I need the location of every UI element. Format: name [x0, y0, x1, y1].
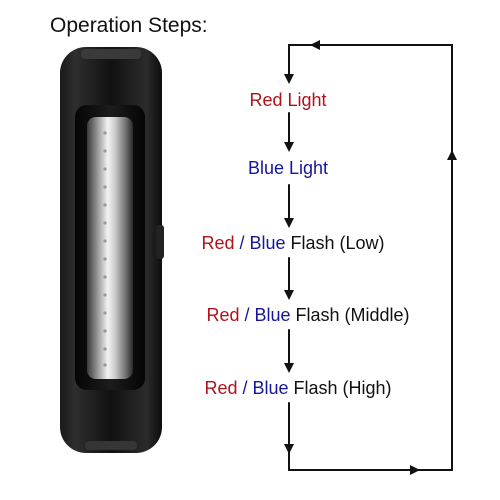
blue-word: Blue	[254, 305, 291, 325]
led-lens	[87, 117, 133, 379]
blue-word: Blue	[249, 233, 286, 253]
mode-text: Flash (Middle)	[290, 305, 410, 325]
arrowhead-down	[284, 363, 294, 373]
red-word: Red	[204, 378, 238, 398]
arrowhead-right	[410, 465, 420, 475]
step-label: Red Light	[249, 90, 326, 111]
arrowhead-up	[447, 150, 457, 160]
loop-return-line	[288, 44, 453, 471]
arrowhead-left	[310, 40, 320, 50]
loop-bottom-line	[288, 447, 453, 471]
mode-text: Flash (Low)	[285, 233, 385, 253]
arrowhead-down	[284, 218, 294, 228]
device-bottom-cap	[85, 441, 137, 450]
step-label: Red / Blue Flash (Low)	[201, 233, 384, 254]
blue-word: Blue Light	[247, 158, 329, 178]
separator: /	[237, 378, 253, 398]
red-word: Red	[201, 233, 235, 253]
step-label: Red / Blue Flash (Middle)	[206, 305, 409, 326]
step-label: Blue Light	[248, 158, 328, 179]
page-title: Operation Steps:	[50, 14, 208, 37]
step-label: Red / Blue Flash (High)	[204, 378, 391, 399]
tail-light-image	[60, 47, 164, 453]
arrowhead-down	[284, 444, 294, 454]
red-word: Red Light	[249, 90, 327, 110]
blue-word: Blue	[252, 378, 289, 398]
arrowhead-down	[284, 74, 294, 84]
arrowhead-down	[284, 142, 294, 152]
led-strip	[103, 131, 107, 367]
mode-text: Flash (High)	[288, 378, 392, 398]
device-top-cap	[81, 49, 141, 59]
red-word: Red	[206, 305, 240, 325]
device-side-clip	[156, 225, 164, 259]
arrowhead-down	[284, 290, 294, 300]
separator: /	[234, 233, 250, 253]
separator: /	[239, 305, 255, 325]
